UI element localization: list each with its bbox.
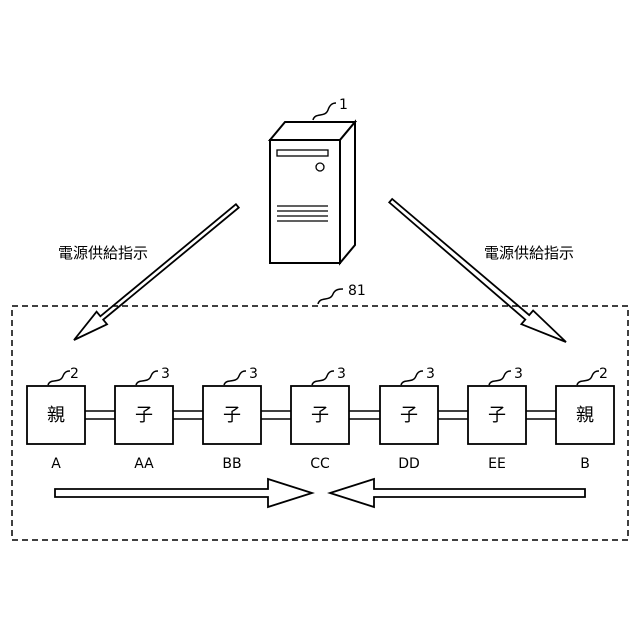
server-ref-number: 1: [339, 97, 348, 113]
node-name: BB: [222, 456, 241, 472]
instruction-arrow-right: [389, 199, 566, 342]
node-bb: 子 3 BB: [203, 366, 261, 472]
node-ref-number: 2: [70, 366, 79, 382]
node-ref-number: 3: [514, 366, 523, 382]
node-glyph: 子: [135, 405, 153, 426]
instruction-label-left: 電源供給指示: [58, 244, 148, 262]
node-name: B: [580, 456, 590, 472]
group-ref-number: 81: [348, 283, 366, 299]
node-ref-leader: [489, 371, 511, 385]
group-ref-leader: [318, 289, 343, 304]
node-ref-number: 2: [599, 366, 608, 382]
node-ref-number: 3: [337, 366, 346, 382]
node-glyph: 子: [311, 405, 329, 426]
node-ref-number: 3: [426, 366, 435, 382]
instruction-label-right: 電源供給指示: [484, 244, 574, 262]
node-ref-leader: [136, 371, 158, 385]
node-ee: 子 3 EE: [468, 366, 526, 472]
node-glyph: 子: [400, 405, 418, 426]
direction-arrow-right: [55, 479, 312, 507]
direction-arrow-left: [330, 479, 585, 507]
node-glyph: 親: [576, 405, 594, 426]
server-ref-leader: [313, 103, 336, 120]
node-ref-leader: [401, 371, 423, 385]
node-glyph: 子: [488, 405, 506, 426]
server-icon: [270, 122, 355, 263]
node-cc: 子 3 CC: [291, 366, 349, 472]
node-ref-leader: [48, 371, 70, 385]
node-ref-number: 3: [249, 366, 258, 382]
node-ref-leader: [224, 371, 246, 385]
node-ref-leader: [577, 371, 599, 385]
node-glyph: 親: [47, 405, 65, 426]
node-glyph: 子: [223, 405, 241, 426]
instruction-arrow-left: [74, 204, 239, 340]
node-name: A: [51, 456, 61, 472]
node-name: CC: [310, 456, 330, 472]
node-b: 親 2 B: [556, 366, 614, 472]
node-aa: 子 3 AA: [115, 366, 173, 472]
node-ref-number: 3: [161, 366, 170, 382]
node-dd: 子 3 DD: [380, 366, 438, 472]
node-ref-leader: [312, 371, 334, 385]
node-name: DD: [398, 456, 420, 472]
node-name: AA: [134, 456, 154, 472]
node-name: EE: [488, 456, 506, 472]
node-a: 親 2 A: [27, 366, 85, 472]
